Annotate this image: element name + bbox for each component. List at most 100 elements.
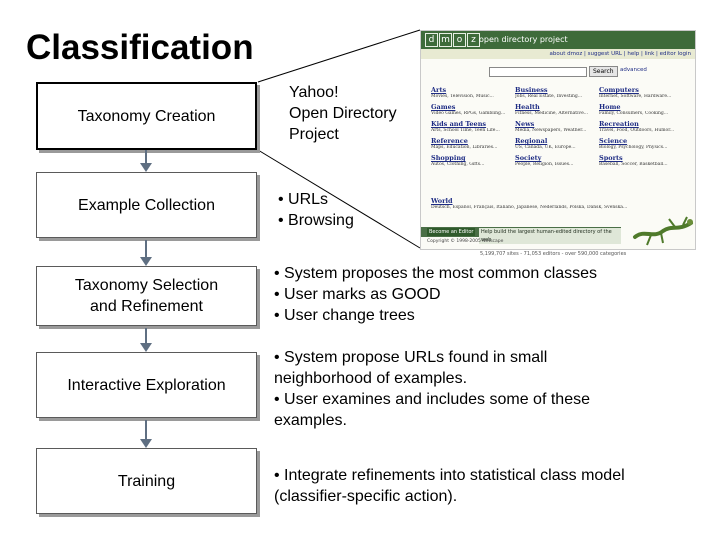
category-head[interactable]: Regional	[515, 137, 548, 145]
category-head[interactable]: Games	[431, 103, 456, 111]
dmoz-search-button[interactable]: Search	[589, 66, 618, 77]
category-head[interactable]: Sports	[599, 154, 623, 162]
stage-label: Taxonomy Creation	[77, 107, 216, 125]
desc-training: • Integrate refinements into statistical…	[274, 465, 625, 507]
category-sub[interactable]: Baseball, Soccer, Basketball...	[599, 162, 668, 167]
desc-line: • System propose URLs found in small	[274, 349, 548, 366]
category-sub[interactable]: People, Religion, Issues...	[515, 162, 574, 167]
desc-line: • User examines and includes some of the…	[274, 391, 590, 408]
logo-letter: m	[439, 33, 452, 47]
dmoz-site-name: open directory project	[479, 35, 568, 44]
category-sub[interactable]: Travel, Food, Outdoors, Humor...	[599, 128, 675, 133]
become-editor-button[interactable]: Become an Editor	[427, 228, 476, 236]
yahoo-label: Yahoo! Open Directory Project	[289, 82, 397, 145]
desc-line: neighborhood of examples.	[274, 370, 468, 387]
dmoz-screenshot: d m o z open directory project about dmo…	[420, 30, 696, 250]
slide-title: Classification	[26, 28, 254, 67]
category-sub[interactable]: Family, Consumers, Cooking...	[599, 111, 669, 116]
category-sub[interactable]: Maps, Education, Libraries...	[431, 145, 498, 150]
category-sub[interactable]: Media, Newspapers, Weather...	[515, 128, 587, 133]
stage-label: Example Collection	[78, 196, 215, 214]
desc-line: examples.	[274, 412, 347, 429]
dmoz-top-links[interactable]: about dmoz | suggest URL | help | link |…	[421, 49, 695, 59]
category-sub[interactable]: Internet, Software, Hardware...	[599, 94, 672, 99]
stage-label: Interactive Exploration	[67, 376, 226, 394]
stage-taxonomy-creation: Taxonomy Creation	[36, 82, 257, 150]
category-sub[interactable]: Arts, School Time, Teen Life...	[431, 128, 500, 133]
category-head[interactable]: World	[431, 197, 453, 205]
down-arrow-icon	[140, 150, 152, 172]
category-sub[interactable]: Autos, Clothing, Gifts...	[431, 162, 485, 167]
category-head[interactable]: Recreation	[599, 120, 639, 128]
desc-example-collection: • URLs • Browsing	[278, 189, 354, 231]
dmoz-footer: Become an Editor Help build the largest …	[421, 227, 621, 244]
desc-line: • Integrate refinements into statistical…	[274, 467, 625, 484]
down-arrow-icon	[140, 240, 152, 266]
dmoz-header: d m o z open directory project	[421, 31, 695, 49]
footer-text: Help build the largest human-edited dire…	[479, 228, 621, 244]
dmoz-advanced-link[interactable]: advanced	[620, 67, 647, 73]
category-head[interactable]: Computers	[599, 86, 639, 94]
category-head[interactable]: Arts	[431, 86, 447, 94]
category-sub[interactable]: Jobs, Real Estate, Investing...	[515, 94, 583, 99]
category-sub[interactable]: Deutsch, Español, Français, Italiano, Ja…	[431, 205, 628, 210]
category-head[interactable]: News	[515, 120, 535, 128]
category-head[interactable]: Business	[515, 86, 548, 94]
category-sub[interactable]: Fitness, Medicine, Alternative...	[515, 111, 589, 116]
category-sub[interactable]: Biology, Psychology, Physics...	[599, 145, 668, 150]
logo-letter: o	[453, 33, 466, 47]
desc-selection: • System proposes the most common classe…	[274, 263, 597, 326]
desc-line: • URLs	[278, 191, 329, 208]
lizard-mascot-icon	[633, 216, 693, 246]
category-head[interactable]: Kids and Teens	[431, 120, 487, 128]
stage-label: Training	[117, 472, 176, 490]
desc-line: (classifier-specific action).	[274, 488, 458, 505]
dmoz-copyright: Copyright © 1998-2005 Netscape	[427, 239, 504, 244]
desc-line: • System proposes the most common classe…	[274, 265, 598, 282]
yahoo-line: Yahoo!	[289, 84, 339, 101]
stage-training: Training	[36, 448, 257, 514]
stage-taxonomy-selection: Taxonomy Selection and Refinement	[36, 266, 257, 326]
desc-line: • User change trees	[274, 307, 415, 324]
category-head[interactable]: Science	[599, 137, 628, 145]
dmoz-stats: 5,199,707 sites - 71,053 editors - over …	[480, 251, 627, 257]
logo-letter: z	[467, 33, 480, 47]
category-sub[interactable]: US, Canada, UK, Europe...	[515, 145, 576, 150]
category-head[interactable]: Shopping	[431, 154, 466, 162]
category-sub[interactable]: Movies, Television, Music...	[431, 94, 494, 99]
yahoo-line: Open Directory	[289, 105, 397, 122]
desc-line: • Browsing	[278, 212, 354, 229]
dmoz-world-category[interactable]: World Deutsch, Español, Français, Italia…	[431, 197, 691, 211]
desc-exploration: • System propose URLs found in small nei…	[274, 347, 590, 431]
yahoo-line: Project	[289, 126, 339, 143]
category-head[interactable]: Health	[515, 103, 540, 111]
stage-label: Taxonomy Selection and Refinement	[74, 277, 219, 315]
down-arrow-icon	[140, 420, 152, 448]
category-head[interactable]: Home	[599, 103, 621, 111]
category-sub[interactable]: Video Games, RPGs, Gambling...	[431, 111, 506, 116]
stage-example-collection: Example Collection	[36, 172, 257, 238]
stage-interactive-exploration: Interactive Exploration	[36, 352, 257, 418]
category-head[interactable]: Reference	[431, 137, 468, 145]
dmoz-search-input[interactable]	[489, 67, 587, 77]
desc-line: • User marks as GOOD	[274, 286, 441, 303]
logo-letter: d	[425, 33, 438, 47]
category-head[interactable]: Society	[515, 154, 542, 162]
